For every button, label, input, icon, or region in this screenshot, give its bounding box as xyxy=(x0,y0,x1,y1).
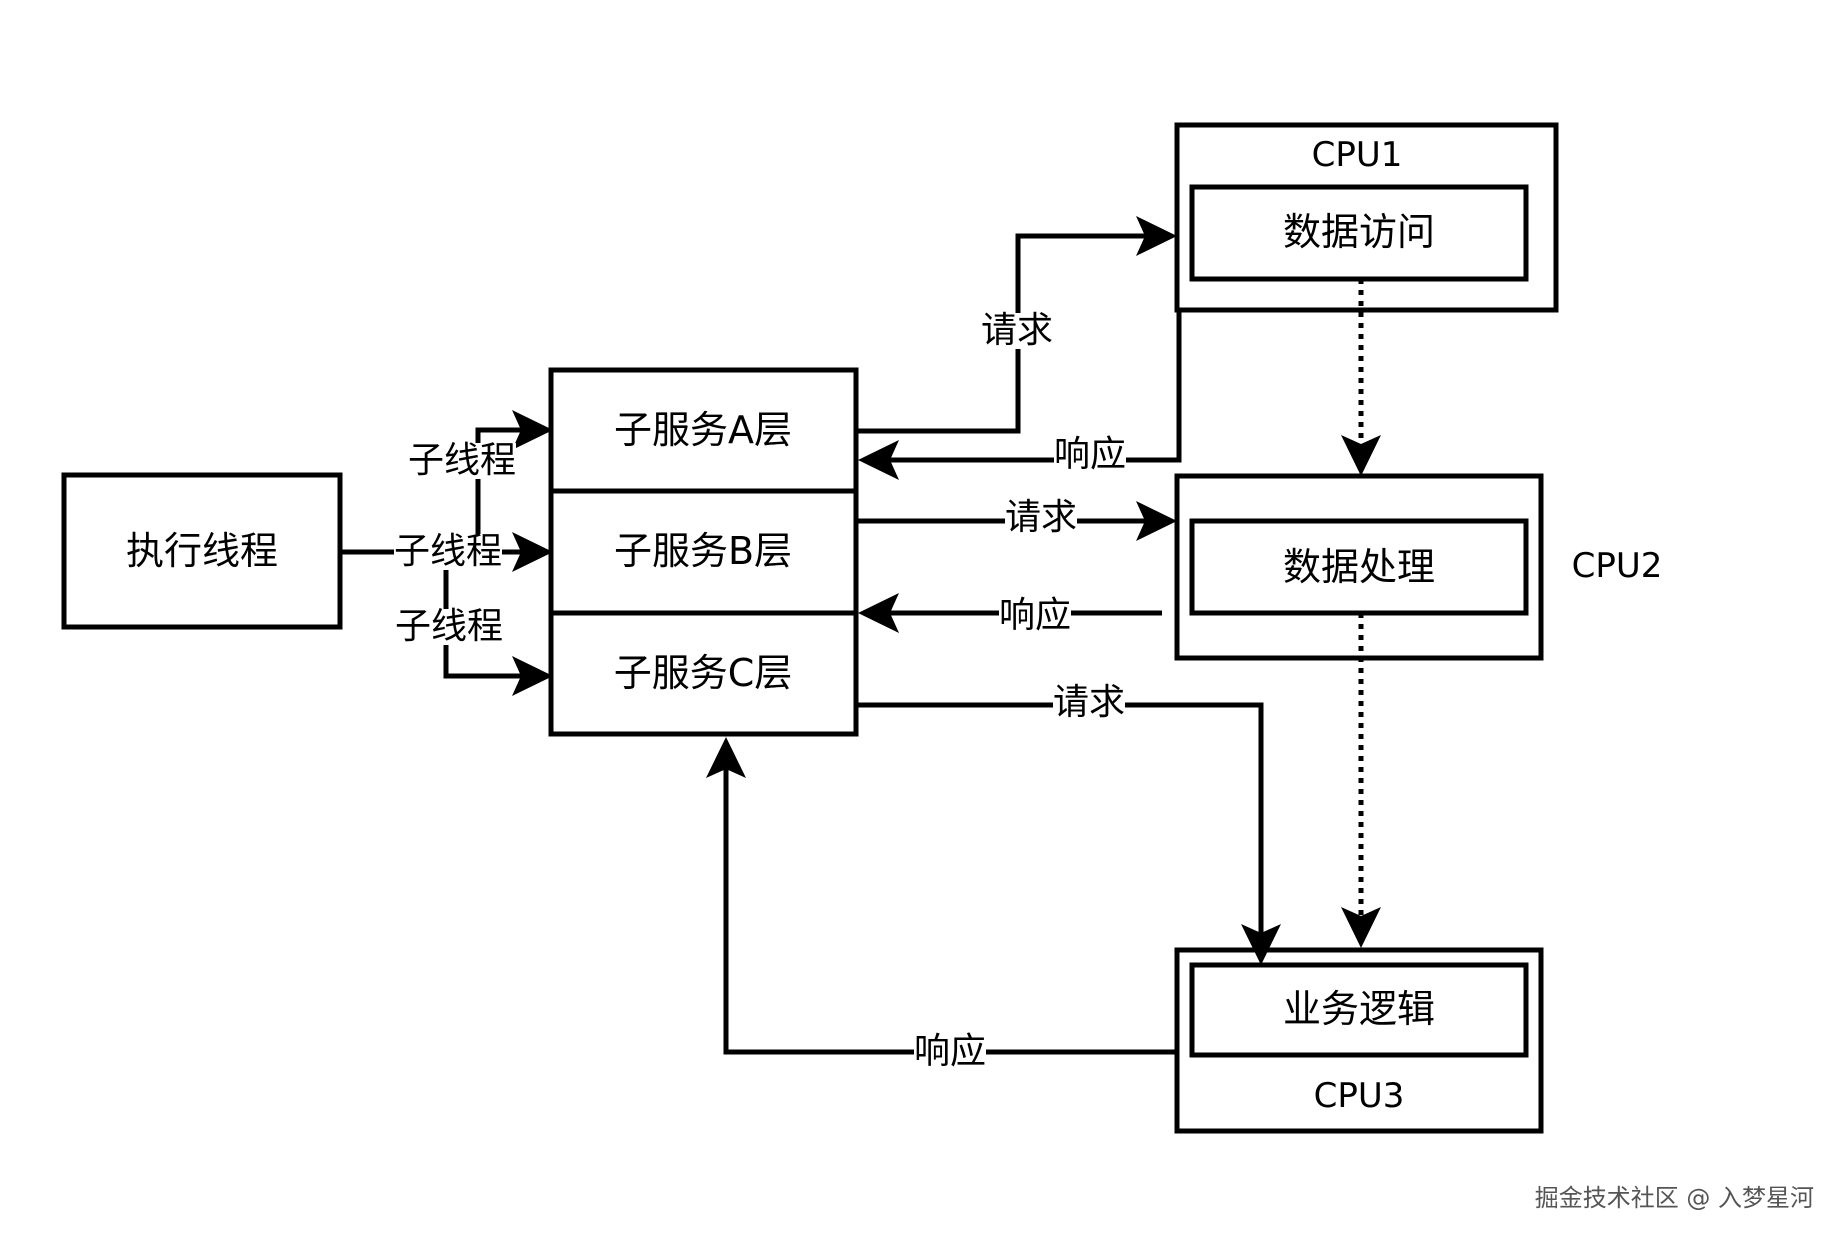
thread-arrow-a xyxy=(512,410,553,450)
cpu3-task-box xyxy=(1189,962,1529,1058)
cpu3-label: CPU3 xyxy=(1313,1076,1405,1116)
cpu3-task-label: 业务逻辑 xyxy=(1282,987,1436,1031)
req-a-arrow xyxy=(1136,216,1177,256)
thread-arrow-b xyxy=(512,532,553,572)
thread-label-a: 子线程 xyxy=(407,440,517,481)
req-b-arrow xyxy=(1136,501,1177,541)
resp-a-label: 响应 xyxy=(1053,434,1127,475)
cpu2-task-label: 数据处理 xyxy=(1282,545,1436,589)
cpu1-task-box xyxy=(1189,184,1529,282)
req-c-arrow xyxy=(1241,924,1281,965)
req-b-label: 请求 xyxy=(1004,497,1078,538)
cpu1-task-label: 数据访问 xyxy=(1282,210,1436,254)
resp-a-line xyxy=(874,310,1182,463)
watermark-text: 掘金技术社区 @ 入梦星河 xyxy=(1534,1184,1814,1212)
resp-c-label: 响应 xyxy=(913,1031,987,1072)
resp-b-label: 响应 xyxy=(998,595,1072,636)
resp-c-arrow xyxy=(706,737,746,778)
resp-c-line xyxy=(723,752,1177,1055)
req-c-label: 请求 xyxy=(1052,682,1126,723)
cpu2-label: CPU2 xyxy=(1571,546,1663,586)
flow-cpu2-cpu3-arrow xyxy=(1341,907,1381,948)
layer-b-label: 子服务B层 xyxy=(613,529,793,573)
layer-a-label: 子服务A层 xyxy=(614,408,792,452)
flow-cpu1-cpu2-arrow xyxy=(1341,435,1381,476)
req-a-label: 请求 xyxy=(980,310,1054,351)
cpu2-task-box xyxy=(1189,518,1529,616)
cpu1-label: CPU1 xyxy=(1311,135,1403,175)
thread-label-b: 子线程 xyxy=(393,531,503,572)
exec-thread-label: 执行线程 xyxy=(125,529,279,573)
layer-c-box xyxy=(548,610,859,737)
layer-a-box xyxy=(548,367,859,494)
exec-thread-box xyxy=(61,472,343,630)
req-c-line xyxy=(856,702,1264,948)
layer-c-label: 子服务C层 xyxy=(613,651,793,695)
resp-a-arrow xyxy=(858,440,899,480)
thread-arrow-c xyxy=(512,656,553,696)
resp-b-arrow xyxy=(858,593,899,633)
thread-label-c: 子线程 xyxy=(394,606,504,647)
